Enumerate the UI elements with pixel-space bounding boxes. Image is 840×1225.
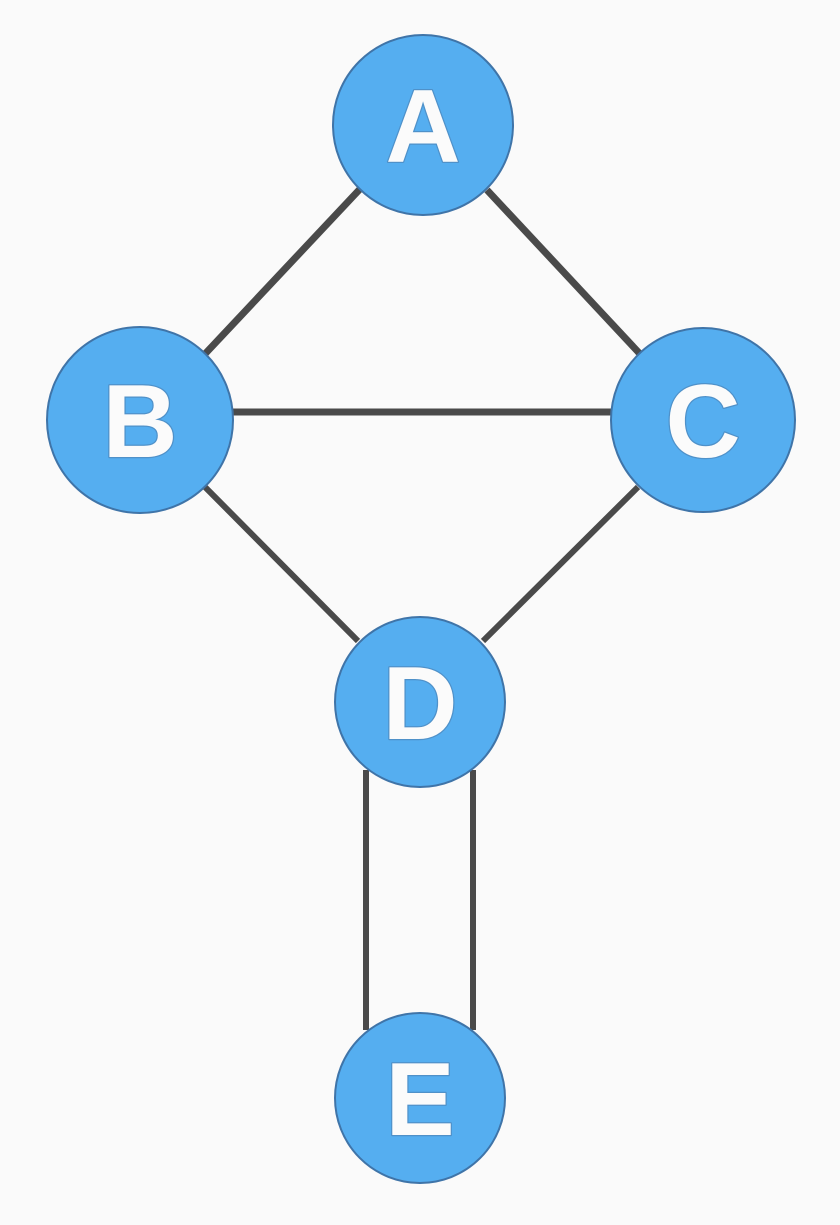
graph-node-circle-e[interactable] xyxy=(334,1012,506,1184)
graph-node-circle-d[interactable] xyxy=(334,616,506,788)
graph-node-label-e: E xyxy=(385,1042,454,1158)
graph-node-label-d: D xyxy=(382,646,457,762)
graph-node-circle-c[interactable] xyxy=(610,327,796,513)
graph-node-d[interactable]: D xyxy=(334,616,506,788)
graph-node-a[interactable]: A xyxy=(332,34,514,216)
graph-edge-b-d xyxy=(202,484,361,644)
edge-layer xyxy=(201,186,644,1030)
graph-node-circle-a[interactable] xyxy=(332,34,514,216)
graph-node-label-b: B xyxy=(102,364,177,480)
graph-edge-a-b xyxy=(201,186,363,358)
node-layer: A B C D E xyxy=(46,34,796,1184)
graph-edge-a-c xyxy=(484,187,644,358)
graph-node-c[interactable]: C xyxy=(610,327,796,513)
graph-edge-c-d xyxy=(480,484,641,644)
graph-node-b[interactable]: B xyxy=(46,326,234,514)
graph-node-label-a: A xyxy=(385,69,460,185)
graph-node-label-c: C xyxy=(665,364,740,480)
graph-node-e[interactable]: E xyxy=(334,1012,506,1184)
graph-node-circle-b[interactable] xyxy=(46,326,234,514)
